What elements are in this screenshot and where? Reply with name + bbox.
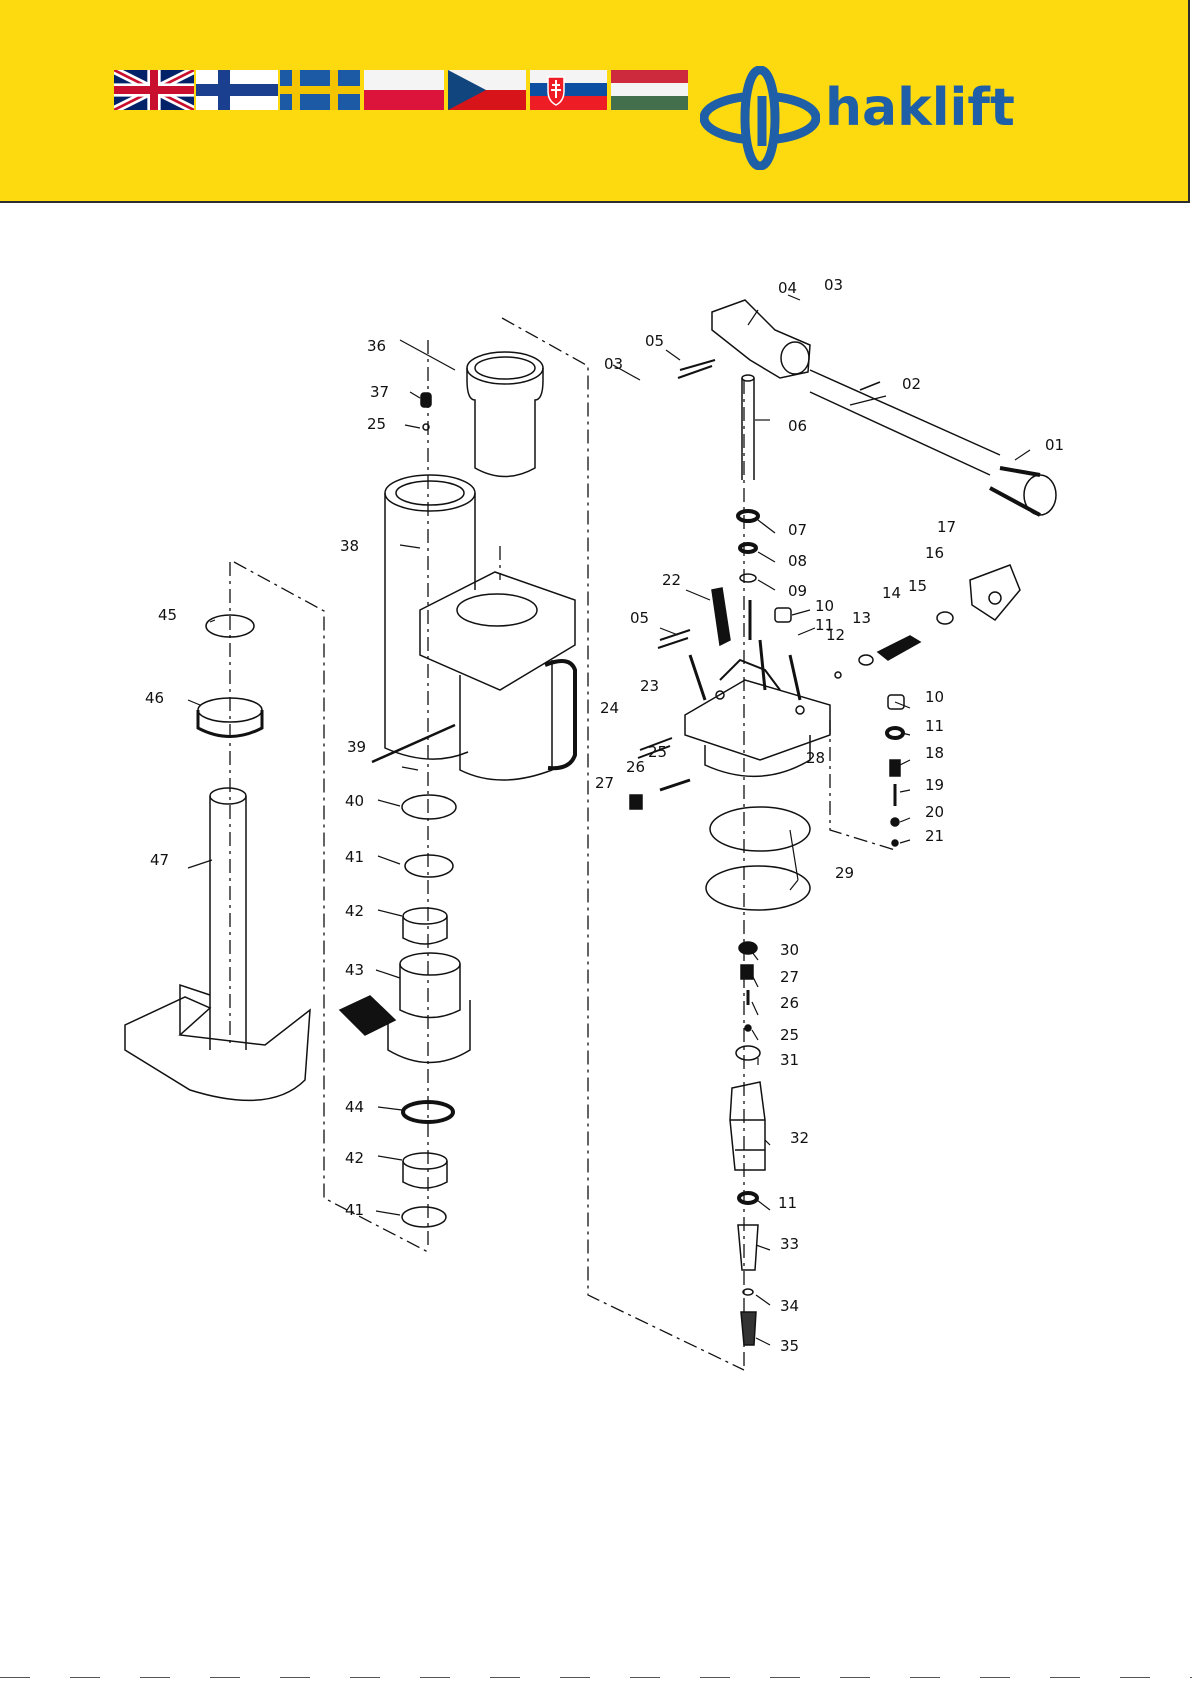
part-label: 37 xyxy=(370,383,389,401)
part-labels: 01 02 03 03 04 05 05 06 07 08 09 10 10 1… xyxy=(145,276,1064,1355)
header-bar: haklift xyxy=(0,0,1190,203)
part-label: 28 xyxy=(806,749,825,767)
part-label: 43 xyxy=(345,961,364,979)
part-label: 38 xyxy=(340,537,359,555)
slovakia-flag xyxy=(530,70,607,110)
part-label: 22 xyxy=(662,571,681,589)
part-label: 25 xyxy=(648,743,667,761)
part-label: 26 xyxy=(780,994,799,1012)
part-label: 16 xyxy=(925,544,944,562)
sweden-flag xyxy=(280,70,360,110)
part-label: 26 xyxy=(626,758,645,776)
part-label: 01 xyxy=(1045,436,1064,454)
part-label: 45 xyxy=(158,606,177,624)
part-label: 23 xyxy=(640,677,659,695)
part-label: 42 xyxy=(345,902,364,920)
finland-flag xyxy=(196,70,278,110)
part-label: 08 xyxy=(788,552,807,570)
part-label: 25 xyxy=(780,1026,799,1044)
part-label: 24 xyxy=(600,699,619,717)
haklift-logo-icon xyxy=(700,66,820,170)
part-label: 46 xyxy=(145,689,164,707)
part-label: 31 xyxy=(780,1051,799,1069)
part-label: 06 xyxy=(788,417,807,435)
poland-flag xyxy=(364,70,444,110)
part-label: 36 xyxy=(367,337,386,355)
part-label: 05 xyxy=(630,609,649,627)
part-label: 34 xyxy=(780,1297,799,1315)
part-label: 27 xyxy=(595,774,614,792)
exploded-parts-diagram: 01 02 03 03 04 05 05 06 07 08 09 10 10 1… xyxy=(0,240,1192,1390)
part-label: 05 xyxy=(645,332,664,350)
part-36-cylinder-cap xyxy=(467,352,543,477)
brand-wordmark: haklift xyxy=(825,82,1015,134)
part-label: 47 xyxy=(150,851,169,869)
part-label: 18 xyxy=(925,744,944,762)
part-label: 17 xyxy=(937,518,956,536)
czech-flag xyxy=(448,70,526,110)
part-label: 02 xyxy=(902,375,921,393)
part-label: 09 xyxy=(788,582,807,600)
part-47-ram-foot xyxy=(125,788,310,1100)
part-label: 11 xyxy=(778,1194,797,1212)
part-label: 42 xyxy=(345,1149,364,1167)
part-label: 29 xyxy=(835,864,854,882)
part-label: 15 xyxy=(908,577,927,595)
part-label: 32 xyxy=(790,1129,809,1147)
part-label: 44 xyxy=(345,1098,364,1116)
footer-rule xyxy=(0,1676,1192,1679)
part-label: 19 xyxy=(925,776,944,794)
part-label: 25 xyxy=(367,415,386,433)
part-label: 10 xyxy=(925,688,944,706)
part-label: 41 xyxy=(345,1201,364,1219)
part-32-valve-body xyxy=(730,1082,765,1170)
part-38-main-body xyxy=(372,475,575,780)
part-label: 33 xyxy=(780,1235,799,1253)
part-label: 14 xyxy=(882,584,901,602)
part-label: 11 xyxy=(925,717,944,735)
part-label: 04 xyxy=(778,279,797,297)
part-label: 35 xyxy=(780,1337,799,1355)
part-label: 21 xyxy=(925,827,944,845)
part-label: 10 xyxy=(815,597,834,615)
part-label: 20 xyxy=(925,803,944,821)
part-label: 13 xyxy=(852,609,871,627)
part-04-handle-socket xyxy=(712,300,810,378)
part-label: 03 xyxy=(824,276,843,294)
part-label: 41 xyxy=(345,848,364,866)
part-label: 07 xyxy=(788,521,807,539)
part-label: 39 xyxy=(347,738,366,756)
part-label: 30 xyxy=(780,941,799,959)
part-label: 03 xyxy=(604,355,623,373)
united-kingdom-flag xyxy=(114,70,194,110)
part-label: 27 xyxy=(780,968,799,986)
part-label: 40 xyxy=(345,792,364,810)
hungary-flag xyxy=(611,70,688,110)
part-01-grip xyxy=(990,468,1056,515)
part-label: 12 xyxy=(826,626,845,644)
